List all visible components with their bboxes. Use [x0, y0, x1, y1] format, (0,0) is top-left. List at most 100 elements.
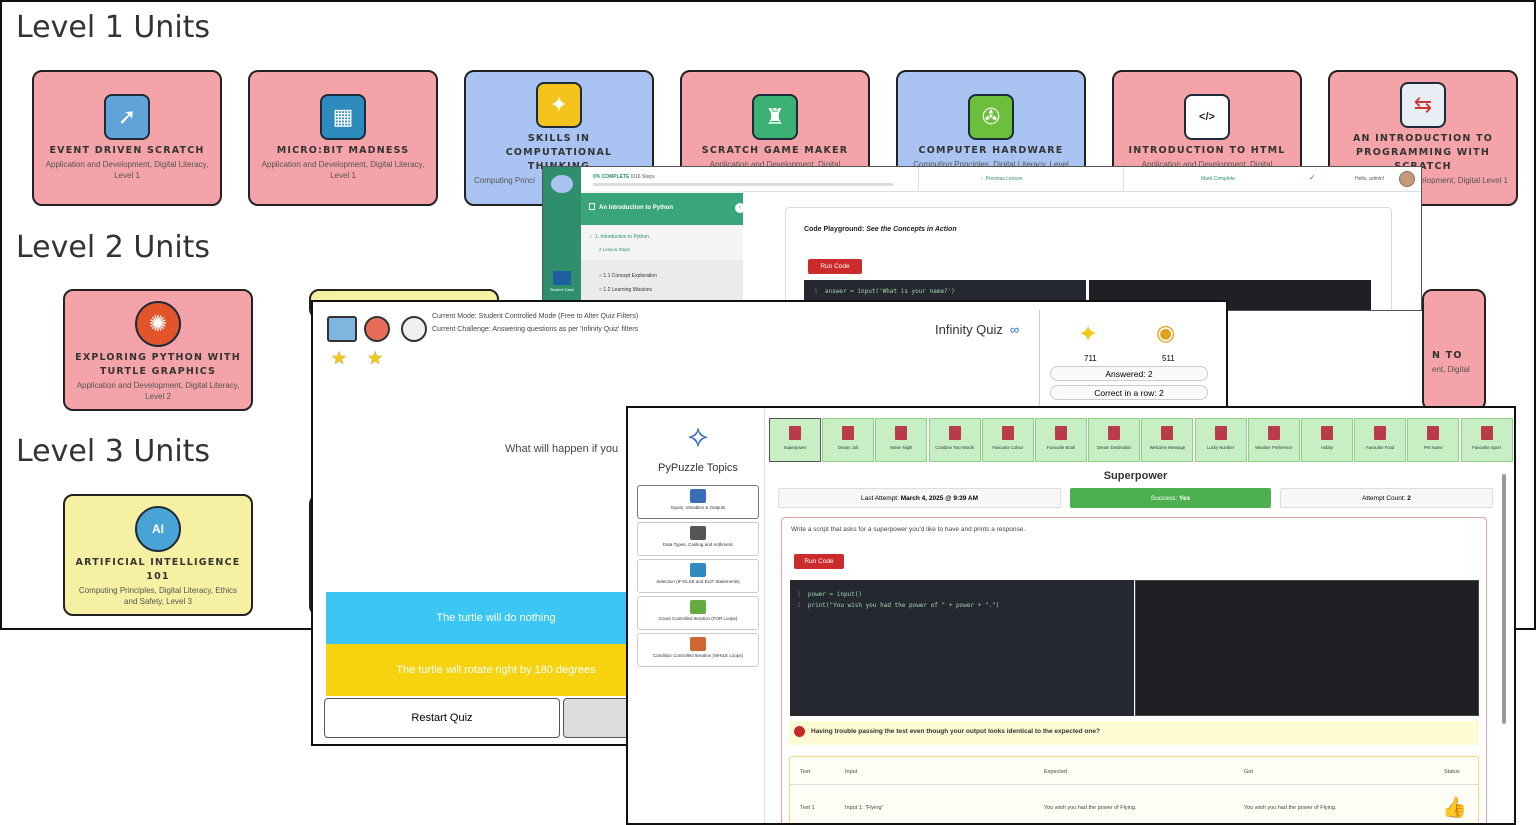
outline-item-concept[interactable]: ○ 1.1 Concept Exploration: [599, 273, 657, 279]
column-expected: Expected: [1044, 769, 1067, 775]
tab-label: Favourite Colour: [992, 445, 1024, 450]
code-editor[interactable]: 1 power = input() 2 print("You wish you …: [790, 580, 1134, 716]
topic-while-loops[interactable]: Condition Controlled Iteration (WHILE Lo…: [637, 633, 759, 667]
topic-for-loops[interactable]: Count Controlled Iteration (FOR Loops): [637, 596, 759, 630]
challenge-text: Current Challenge: Answering questions a…: [432, 326, 639, 333]
turtle-icon: ✺: [135, 301, 181, 347]
unit-card-event-driven-scratch[interactable]: ➚ EVENT DRIVEN SCRATCH Application and D…: [32, 70, 222, 206]
column-status: Status: [1444, 769, 1460, 775]
challenge-tab[interactable]: Welcome Message: [1141, 418, 1194, 462]
challenge-tab[interactable]: Lucky Number: [1194, 418, 1247, 462]
run-code-button[interactable]: Run Code: [794, 554, 844, 569]
correct-streak: Correct in a row: 2: [1050, 385, 1208, 400]
star-icon: ★: [367, 348, 384, 368]
divider: [1039, 310, 1040, 410]
unit-card-partial-right[interactable]: N TO ent, Digital: [1422, 289, 1486, 411]
lesson-window: Student Dash 0% COMPLETE 0/16 Steps ‹ Pr…: [542, 166, 1422, 311]
mark-complete-button[interactable]: Mark Complete: [1201, 176, 1235, 182]
unit-subtitle: Application and Development, Digital Lit…: [76, 381, 240, 401]
divider: [764, 408, 765, 823]
avatar[interactable]: [1399, 171, 1415, 187]
challenge-tab[interactable]: Dream Destination: [1088, 418, 1141, 462]
challenge-tab[interactable]: Dream Job: [822, 418, 875, 462]
challenge-tab[interactable]: Favourite Food: [1354, 418, 1407, 462]
unit-card-python-turtle[interactable]: ✺ EXPLORING PYTHON WITH TURTLE GRAPHICS …: [63, 289, 253, 411]
coins-count: 511: [1162, 354, 1175, 363]
tab-label: Superpower: [783, 445, 807, 450]
unit-card-microbit[interactable]: ▦ MICRO:BIT MADNESS Application and Deve…: [248, 70, 438, 206]
challenge-tab[interactable]: Combine Two Words: [928, 418, 981, 462]
unit-card-programming-with-scratch[interactable]: ⇆ AN INTRODUCTION TO PROGRAMMING WITH SC…: [1328, 70, 1518, 206]
restart-quiz-button[interactable]: Restart Quiz: [324, 698, 560, 738]
tab-label: Favourite Food: [1366, 445, 1395, 450]
pypuzzle-brand: PyPuzzle Topics: [658, 462, 738, 474]
book-icon: [1161, 426, 1174, 440]
unit-subtitle: Computing Principles, Digital Literacy, …: [913, 160, 1069, 169]
topic-inputs[interactable]: Inputs, Variables & Outputs: [637, 485, 759, 519]
column-input: Input: [845, 769, 858, 775]
tab-label: Dream Destination: [1096, 445, 1132, 450]
unit-subtitle: velopment, Digital Level 1: [1416, 176, 1508, 185]
book-icon: [789, 426, 801, 440]
book-icon: [1480, 426, 1493, 440]
unit-subtitle: Application and Development, Digital: [709, 160, 841, 169]
unit-card-ai-101[interactable]: AI ARTIFICIAL INTELLIGENCE 101 Computing…: [63, 494, 253, 616]
unit-title: MICRO:BIT MADNESS: [276, 145, 410, 156]
check-icon: ✓: [1309, 173, 1316, 182]
challenge-tab[interactable]: Weather Preference: [1247, 418, 1300, 462]
tab-label: Movie Night: [890, 445, 913, 450]
pypuzzle-window: ⟡ PyPuzzle Topics Inputs, Variables & Ou…: [626, 406, 1516, 825]
help-banner[interactable]: Having trouble passing the test even tho…: [789, 721, 1479, 745]
tab-label: Favourite Book: [1046, 445, 1076, 450]
scrollbar[interactable]: [1502, 474, 1506, 724]
course-title[interactable]: An Introduction to Python: [581, 193, 743, 225]
run-code-button[interactable]: Run Code: [808, 259, 862, 274]
book-icon: [1001, 426, 1014, 440]
cursor-monitor-icon: ➚: [104, 94, 150, 140]
user-greeting: Hello, admin!: [1355, 176, 1385, 182]
challenge-tab[interactable]: Favourite Sport: [1460, 418, 1513, 462]
divider: [581, 191, 1421, 192]
challenge-tab[interactable]: Hobby: [1301, 418, 1353, 462]
unit-title: ARTIFICIAL INTELLIGENCE 101: [75, 557, 241, 582]
progress-bar: [593, 183, 893, 186]
attempt-count: Attempt Count: 2: [1280, 488, 1493, 508]
output-console: [1135, 580, 1479, 716]
challenge-tab[interactable]: Movie Night: [875, 418, 928, 462]
success-status: Success: Yes: [1070, 488, 1271, 508]
divider: [1123, 167, 1124, 191]
chip-fan-icon: ✇: [968, 94, 1014, 140]
question-text: What will happen if you: [505, 443, 619, 455]
collapse-icon[interactable]: ‹: [735, 203, 745, 213]
cell-got: You wish you had the power of Flying.: [1244, 805, 1337, 811]
task-text: Write a script that asks for a superpowe…: [791, 526, 1026, 533]
outline-item-intro[interactable]: ○ 1. Introduction to Python: [589, 234, 650, 240]
answer-option-2[interactable]: The turtle will rotate right by 180 degr…: [326, 644, 666, 696]
lesson-steps-count: 2 Lesson Steps: [599, 247, 631, 252]
infinity-target-icon[interactable]: [401, 316, 427, 342]
tab-label: Favourite Sport: [1472, 445, 1501, 450]
topic-data-types[interactable]: Data Types, Casting and Arithmetic: [637, 522, 759, 556]
previous-lesson-link[interactable]: ‹ Previous Lesson: [981, 176, 1023, 182]
unit-subtitle: Computing Principles, Digital Literacy, …: [78, 586, 238, 606]
topic-selection[interactable]: Selection (IF-ELSE and ELIF Statements): [637, 559, 759, 593]
student-dash-icon[interactable]: [553, 271, 571, 285]
monitor-icon[interactable]: [327, 316, 357, 342]
outline-item-missions[interactable]: ○ 1.2 Learning Missions: [599, 287, 653, 293]
stars-stat-icon: ✦: [1078, 321, 1099, 348]
answer-option-1[interactable]: The turtle will do nothing: [326, 592, 666, 644]
book-icon: [1374, 426, 1387, 440]
cell-expected: You wish you had the power of Flying.: [1044, 805, 1137, 811]
challenge-tab[interactable]: Favourite Book: [1035, 418, 1087, 462]
student-dash-label[interactable]: Student Dash: [549, 287, 575, 292]
playground-heading: Code Playground: See the Concepts in Act…: [804, 226, 957, 233]
challenge-tab[interactable]: Pet Name: [1407, 418, 1460, 462]
lesson-outline: An Introduction to Python ‹ ○ 1. Introdu…: [581, 191, 745, 310]
challenge-tab[interactable]: Superpower: [769, 418, 821, 462]
mode-text: Current Mode: Student Controlled Mode (F…: [432, 313, 639, 320]
challenge-tab[interactable]: Favourite Colour: [981, 418, 1034, 462]
stats-panel: ✦ 711 ◉ 511 Answered: 2 Correct in a row…: [1040, 302, 1220, 402]
level-2-heading: Level 2 Units: [16, 230, 211, 265]
unit-title: INTRODUCTION TO HTML: [1128, 145, 1286, 156]
target-icon[interactable]: [364, 316, 390, 342]
